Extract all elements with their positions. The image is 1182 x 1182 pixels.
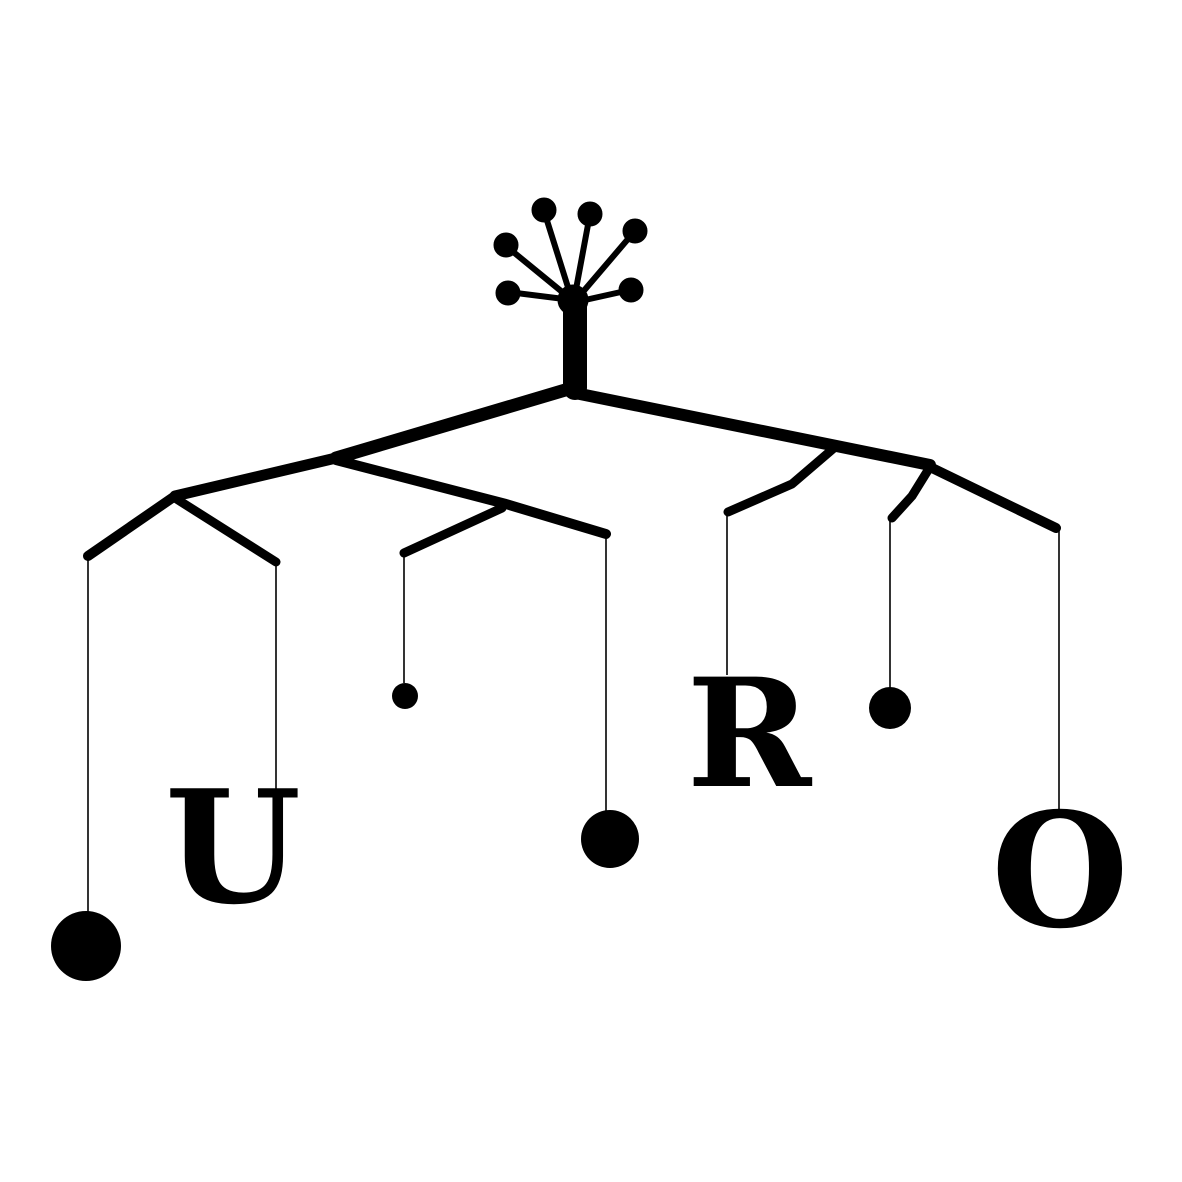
ornament-spoke (573, 229, 637, 303)
dandelion-ornament (493, 197, 648, 400)
bead-right (869, 687, 911, 729)
ornament-bead (493, 232, 519, 258)
bead-small (392, 683, 418, 709)
arm-o (925, 462, 1061, 533)
ornament-bead (577, 201, 603, 227)
hanging-letters: U R O (165, 646, 1129, 964)
ornament-bead (618, 277, 644, 303)
arm-u-right (170, 493, 281, 567)
bead-center (581, 810, 639, 868)
hanging-beads (51, 683, 911, 981)
ornament-spoke (541, 208, 575, 303)
arm-left-sub (169, 452, 342, 502)
arm-right-bead (887, 462, 935, 523)
bead-large-left (51, 911, 121, 981)
ornament-bead (622, 218, 648, 244)
hanging-strings (87, 512, 1060, 915)
letter-o: O (991, 779, 1129, 964)
letter-r: R (687, 646, 813, 822)
arm-center (331, 455, 611, 539)
mobile-arms (83, 381, 1061, 567)
ornament-bead (495, 280, 521, 306)
arm-r (723, 443, 839, 517)
ornament-bead (531, 197, 557, 223)
letter-u: U (165, 756, 301, 939)
arm-small-bead (399, 503, 507, 558)
arm-main-right (574, 388, 936, 471)
arm-main-left (329, 381, 579, 465)
ornament-hub (557, 284, 589, 316)
arm-u-left (83, 491, 180, 561)
